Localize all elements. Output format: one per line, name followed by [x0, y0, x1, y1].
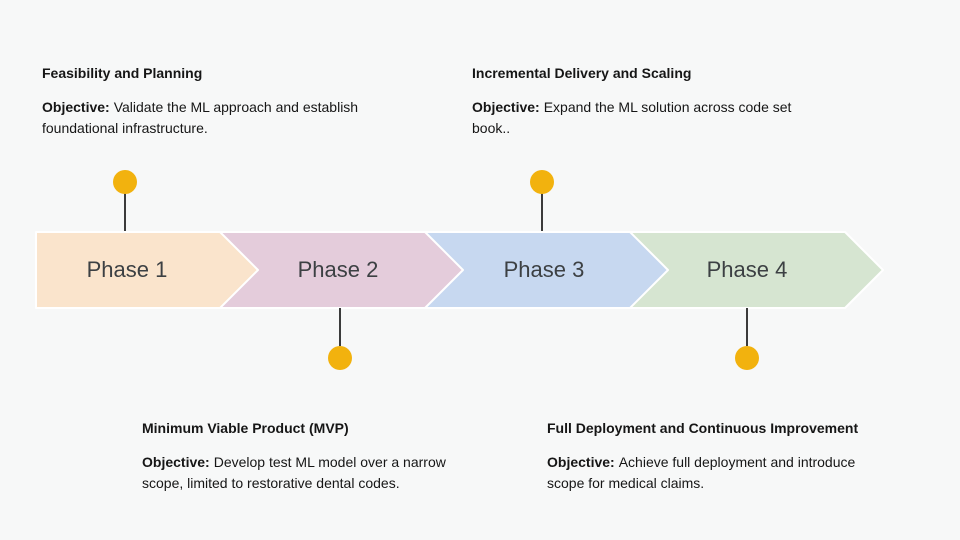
- objective-prefix: Objective:: [42, 99, 110, 115]
- objective-prefix: Objective:: [547, 454, 615, 470]
- callout-title: Minimum Viable Product (MVP): [142, 420, 349, 436]
- marker-line: [746, 308, 748, 346]
- marker-dot-icon: [113, 170, 137, 194]
- phase-4-callout: Full Deployment and Continuous Improveme…: [547, 420, 877, 494]
- callout-objective: Objective:Develop test ML model over a n…: [142, 452, 472, 494]
- phase-1-label: Phase 1: [86, 257, 168, 282]
- callout-objective: Objective:Validate the ML approach and e…: [42, 97, 382, 139]
- marker-line: [541, 193, 543, 231]
- phase-4-label: Phase 4: [706, 257, 788, 282]
- objective-prefix: Objective:: [142, 454, 210, 470]
- marker-line: [339, 308, 341, 346]
- marker-dot-icon: [735, 346, 759, 370]
- callout-title: Full Deployment and Continuous Improveme…: [547, 420, 859, 436]
- phase-2-label: Phase 2: [297, 257, 379, 282]
- callout-title: Incremental Delivery and Scaling: [472, 65, 692, 81]
- objective-text: Achieve full deployment and introduce sc…: [547, 454, 856, 491]
- callout-objective: Objective:Achieve full deployment and in…: [547, 452, 877, 494]
- timeline-chevrons: [35, 231, 884, 309]
- phase-2-callout: Minimum Viable Product (MVP) Objective:D…: [142, 420, 472, 494]
- phase-3-callout: Incremental Delivery and Scaling Objecti…: [472, 65, 812, 139]
- objective-prefix: Objective:: [472, 99, 540, 115]
- objective-text: Develop test ML model over a narrow scop…: [142, 454, 446, 491]
- phase-3-label: Phase 3: [503, 257, 585, 282]
- objective-text: Expand the ML solution across code set b…: [472, 99, 792, 136]
- phase-1-callout: Feasibility and Planning Objective:Valid…: [42, 65, 382, 139]
- marker-dot-icon: [328, 346, 352, 370]
- marker-dot-icon: [530, 170, 554, 194]
- marker-line: [124, 193, 126, 231]
- objective-text: Validate the ML approach and establish f…: [42, 99, 359, 136]
- phase-1-chevron: [35, 231, 259, 309]
- callout-objective: Objective:Expand the ML solution across …: [472, 97, 812, 139]
- callout-title: Feasibility and Planning: [42, 65, 203, 81]
